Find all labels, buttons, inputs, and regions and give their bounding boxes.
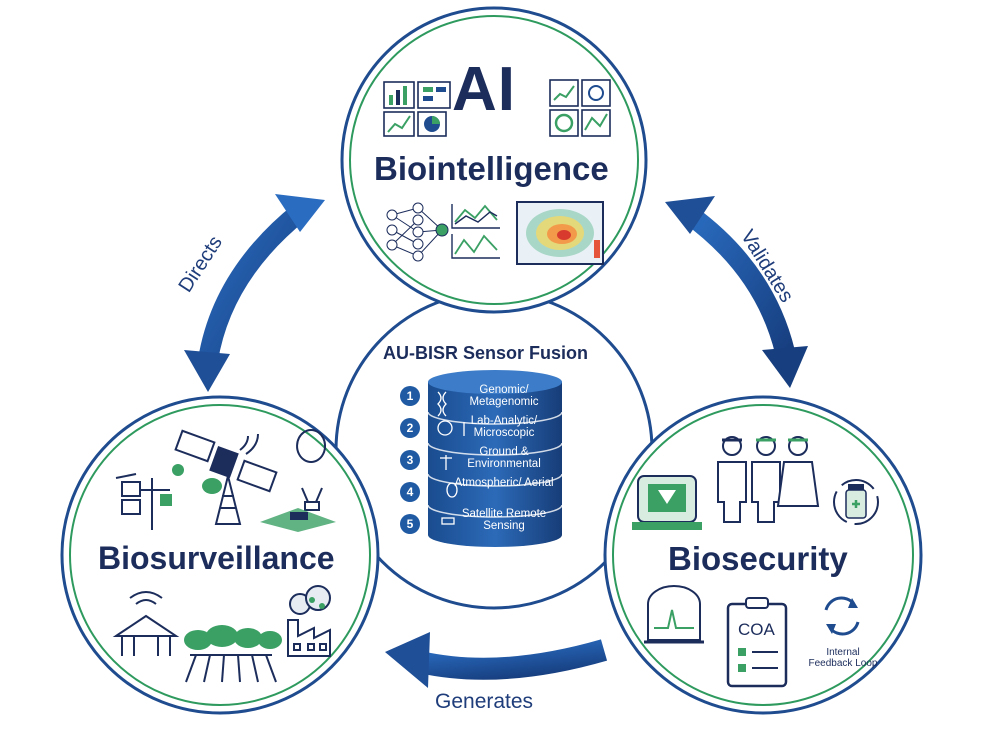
directs-arrow <box>184 194 325 392</box>
validates-arrow <box>665 196 808 388</box>
feedback-loop-label: Internal Feedback Loop <box>808 647 878 669</box>
layer-label: Satellite Remote Sensing <box>461 508 547 532</box>
layer-number: 1 <box>400 386 420 406</box>
drone-field-icon <box>260 508 336 532</box>
analytics-grid-icon <box>549 79 611 137</box>
layer-number: 2 <box>400 418 420 438</box>
ai-title: AI <box>452 55 516 124</box>
layer-label: Atmospheric/ Aerial <box>454 477 554 489</box>
biosafety-cabinet-icon <box>632 475 702 530</box>
layer-label: Ground & Environmental <box>467 446 541 470</box>
generates-arrow <box>385 632 608 688</box>
biosecurity-title: Biosecurity <box>668 540 848 577</box>
biointelligence-title: Biointelligence <box>374 150 609 187</box>
layer-number: 4 <box>400 482 420 502</box>
layer-label: Genomic/ Metagenomic <box>469 384 539 408</box>
layer-number: 5 <box>400 514 420 534</box>
feedback-loop-icon <box>824 596 860 636</box>
satellite-tower-icon <box>174 429 278 525</box>
coa-label: COA <box>738 620 775 639</box>
layer-number: 3 <box>400 450 420 470</box>
heatmap-icon <box>516 201 604 265</box>
layer-label: Lab-Analytic/ Microscopic <box>470 415 538 439</box>
vaccine-vial-icon <box>833 479 879 525</box>
generates-label: Generates <box>435 690 534 713</box>
sensor-fusion-title: AU-BISR Sensor Fusion <box>383 343 589 363</box>
balloon-icon <box>296 429 327 511</box>
clipboard-icon <box>726 597 788 688</box>
weather-station-icon <box>115 464 184 530</box>
biosurveillance-title: Biosurveillance <box>98 540 335 576</box>
lab-personnel-icon <box>717 436 820 523</box>
factory-icon <box>287 585 331 657</box>
spectrum-monitor-icon <box>644 585 704 644</box>
chart-grid-icon <box>383 81 451 137</box>
neural-network-icon <box>386 202 449 262</box>
line-charts-icon <box>451 204 500 259</box>
sensor-fusion-cylinder <box>427 370 563 547</box>
sensor-tower-icon <box>112 591 180 656</box>
crop-field-icon <box>184 625 282 683</box>
